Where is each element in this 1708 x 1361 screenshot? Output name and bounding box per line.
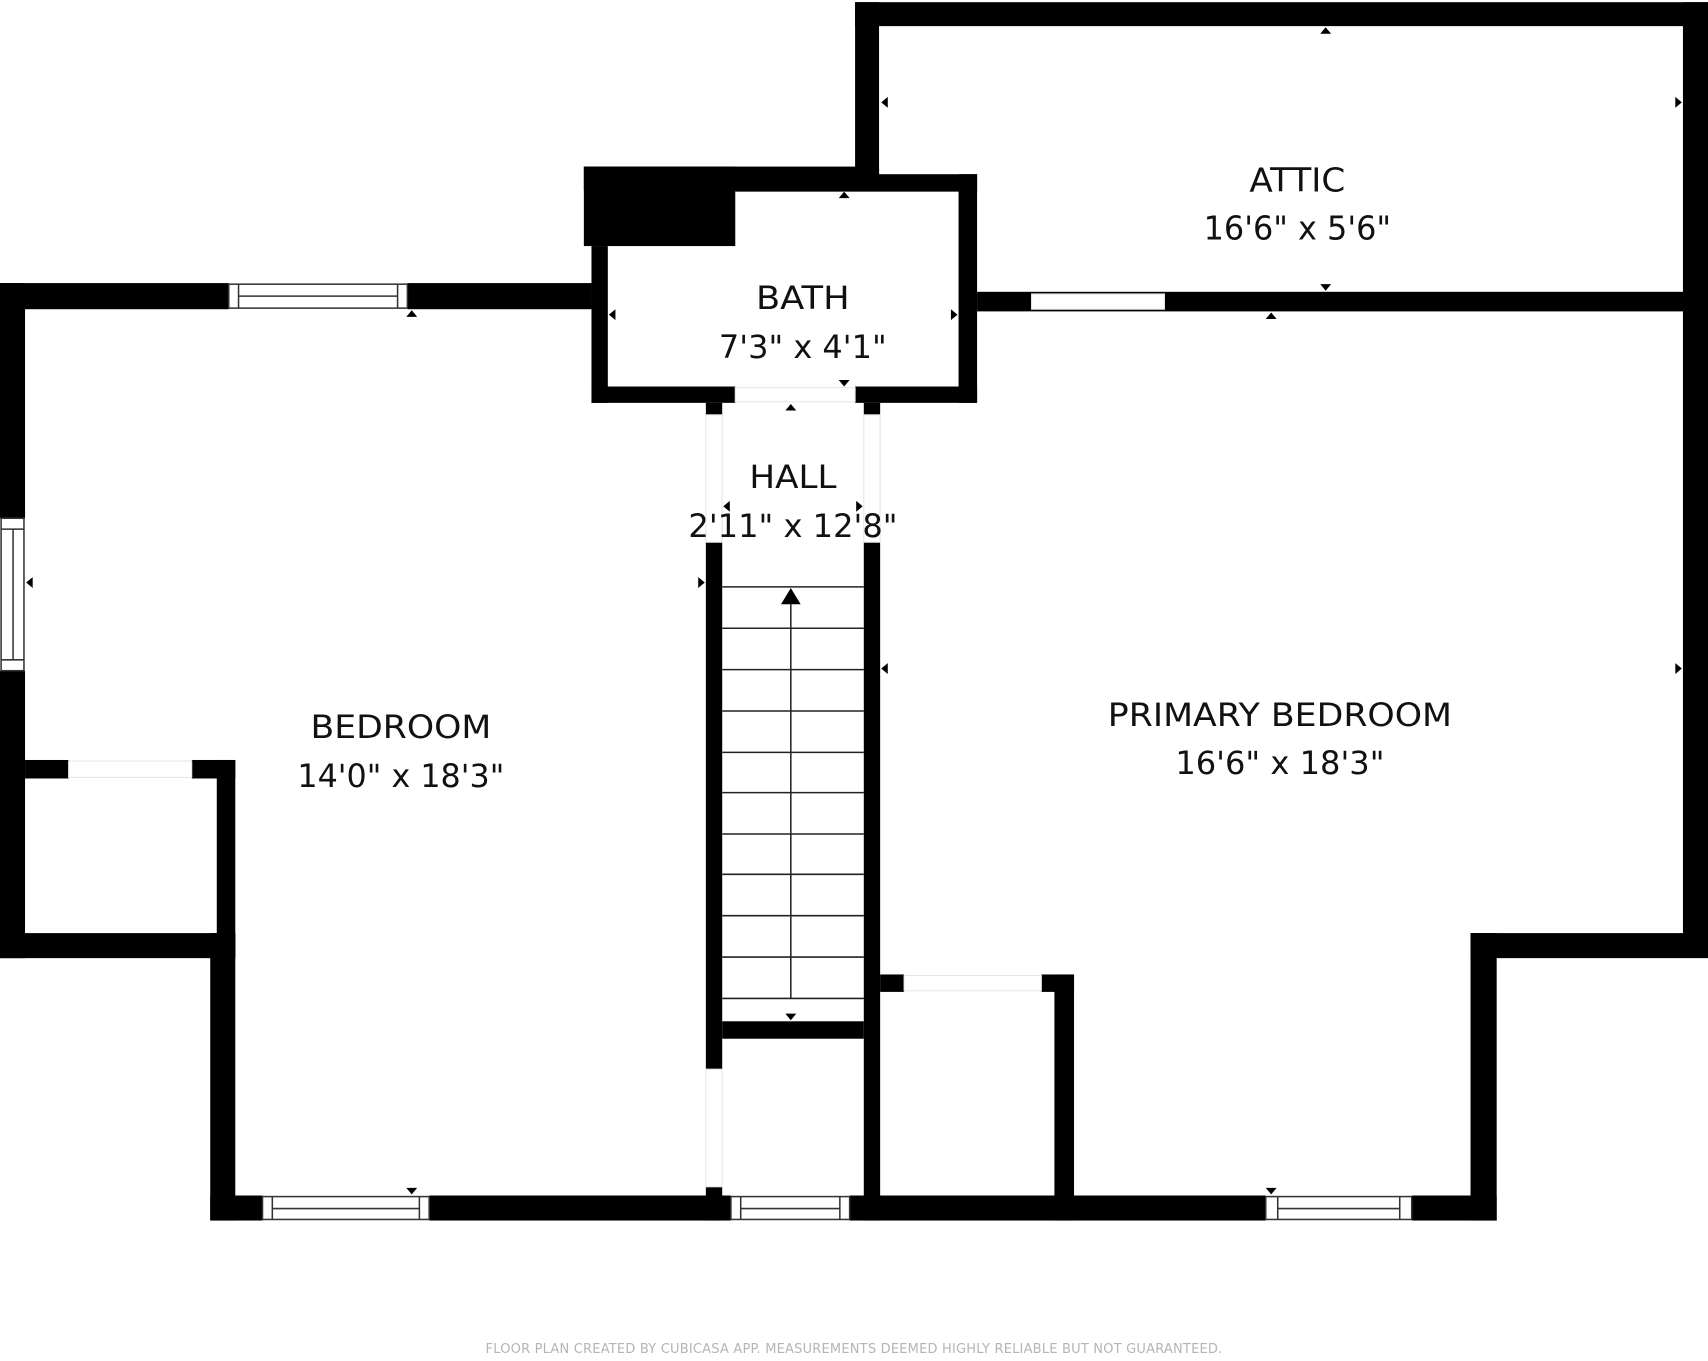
lower-hall-opening xyxy=(705,1068,723,1188)
primary-closet-doorway xyxy=(903,975,1042,992)
room-dimensions: 2'11" x 12'8" xyxy=(688,509,897,545)
hall-right-opening xyxy=(863,414,881,543)
room-name: PRIMARY BEDROOM xyxy=(1108,698,1452,734)
room-attic: ATTIC 16'6" x 5'6" xyxy=(1204,162,1391,248)
bath-doorway xyxy=(734,387,856,403)
room-dimensions: 16'6" x 5'6" xyxy=(1204,210,1391,248)
window-bedroom-top xyxy=(227,283,409,309)
room-name: ATTIC xyxy=(1249,162,1345,200)
staircase xyxy=(722,586,864,1000)
windows xyxy=(0,283,1413,1221)
window-bedroom-bottom xyxy=(261,1195,430,1221)
room-name: BEDROOM xyxy=(310,710,491,746)
room-hall: HALL 2'11" x 12'8" xyxy=(688,460,897,545)
window-primary-bottom xyxy=(1264,1195,1413,1221)
attic-doorway xyxy=(1031,293,1165,310)
walls xyxy=(0,2,1708,1221)
hall-left-opening xyxy=(705,414,723,543)
room-primary-bedroom: PRIMARY BEDROOM 16'6" x 18'3" xyxy=(1108,698,1452,782)
window-bedroom-left xyxy=(0,517,25,672)
measurement-markers xyxy=(26,27,1682,1195)
openings xyxy=(68,293,1165,1188)
room-name: HALL xyxy=(749,460,837,496)
left-closet-doorway xyxy=(68,760,193,778)
room-name: BATH xyxy=(756,281,850,317)
window-hall-bottom xyxy=(730,1195,851,1221)
room-bedroom: BEDROOM 14'0" x 18'3" xyxy=(297,710,504,795)
room-dimensions: 14'0" x 18'3" xyxy=(297,759,504,795)
stair-up-arrow-icon xyxy=(781,587,801,605)
room-dimensions: 7'3" x 4'1" xyxy=(719,330,887,366)
room-dimensions: 16'6" x 18'3" xyxy=(1175,746,1384,782)
room-bath: BATH 7'3" x 4'1" xyxy=(719,281,887,366)
disclaimer-footer: FLOOR PLAN CREATED BY CUBICASA APP. MEAS… xyxy=(485,1342,1223,1357)
